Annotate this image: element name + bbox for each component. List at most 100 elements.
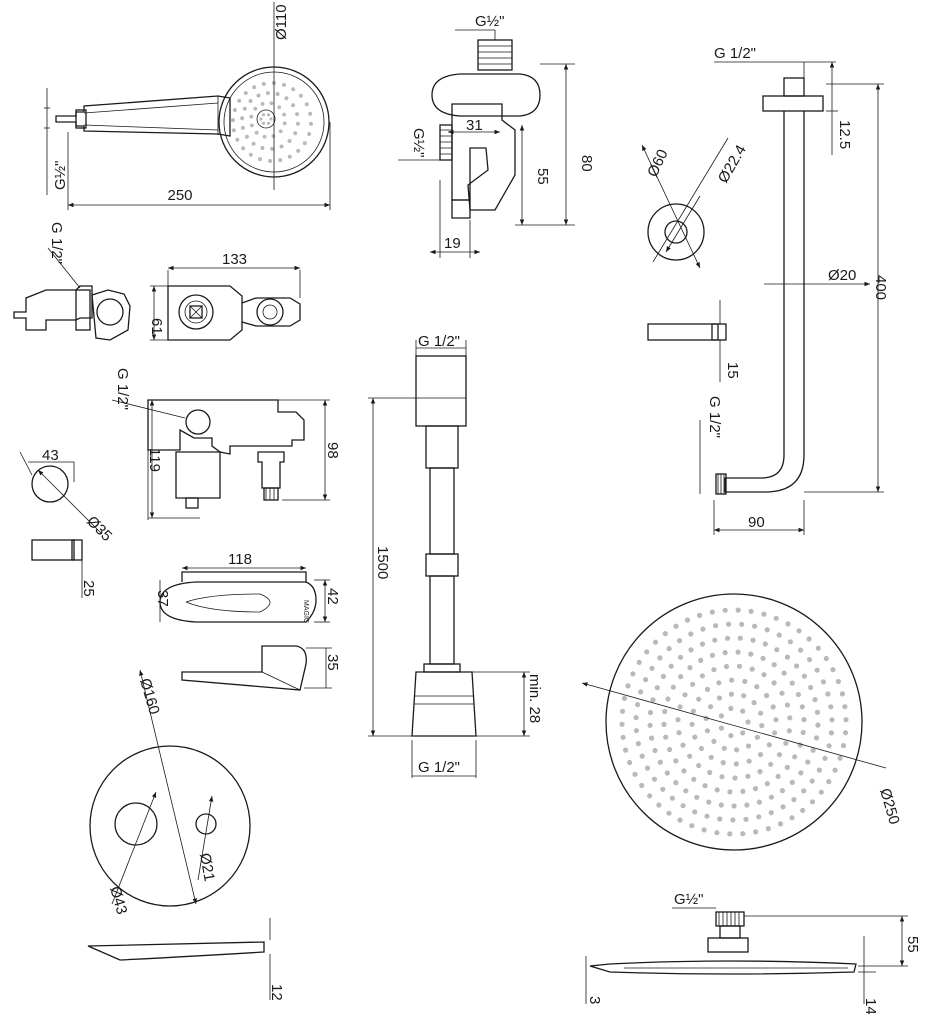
nozzle-dot [744,802,750,808]
dim-1500: 1500 [374,546,391,579]
nozzle-dot [745,719,751,725]
nozzle-dot [768,810,774,816]
nozzle-dot [287,154,292,159]
nozzle-dot [649,665,655,671]
dim-15: 15 [724,362,741,379]
nozzle-dot [752,786,759,792]
nozzle-dot [711,667,717,673]
nozzle-dot [757,752,764,758]
nozzle-dot [295,121,300,126]
nozzle-dot [759,723,765,729]
nozzle-dot [308,111,313,116]
nozzle-dot [794,663,800,669]
nozzle-dot [809,799,816,805]
nozzle-dot [740,708,746,714]
nozzle-dot [262,134,267,139]
nozzle-dot [806,636,812,642]
nozzle-dot [650,697,656,703]
nozzle-dot [787,715,793,721]
nozzle-dot [718,725,725,731]
nozzle-dot [730,817,736,823]
nozzle-dot [704,813,710,819]
dim-61: 61 [148,318,165,335]
nozzle-dot [781,670,787,676]
nozzle-dot [287,139,292,143]
nozzle-dot [722,607,728,613]
dim-125: 12.5 [836,120,853,149]
nozzle-dot [687,753,693,759]
nozzle-dot [253,106,258,111]
nozzle-dot [232,108,237,112]
dim-37: 37 [154,590,171,607]
nozzle-dot [295,112,300,117]
dim-55-holder: 55 [534,168,551,185]
nozzle-dot [749,666,755,672]
nozzle-dot [768,761,774,767]
nozzle-dot [723,663,730,670]
nozzle-dot [750,637,756,643]
nozzle-dot [261,121,266,125]
nozzle-dot [677,817,683,823]
lever-drawing: MAGIC 118 37 42 35 [154,551,341,691]
nozzle-dot [748,651,754,657]
nozzle-dot [275,92,280,96]
nozzle-dot [696,696,702,702]
nozzle-dot [669,795,676,801]
nozzle-dot [689,823,695,829]
nozzle-dot [620,734,626,740]
nozzle-dot [775,773,781,780]
nozzle-dot [644,765,651,771]
nozzle-dot [761,672,767,678]
nozzle-dot [632,771,638,777]
nozzle-dot [795,691,802,698]
nozzle-dot [801,788,807,794]
dim-div-g12: G 1/2" [48,222,65,264]
nozzle-dot [278,158,283,163]
nozzle-dot [830,667,836,673]
nozzle-dot [818,789,824,795]
nozzle-dot [719,774,725,780]
nozzle-dot [697,612,703,619]
mixer-body-drawing: G 1/2" 119 98 [111,368,341,520]
nozzle-dot [235,137,240,142]
nozzle-dot [680,742,686,748]
nozzle-dot [837,755,843,761]
nozzle-dot [706,799,712,805]
nozzle-dot [692,734,698,740]
nozzle-dot [261,81,266,86]
knob-drawing: 43 Ø35 25 [19,447,115,598]
nozzle-dot [243,91,248,96]
dim-holder-g12-side: G½" [410,128,427,158]
nozzle-dot [776,752,783,758]
nozzle-dot [282,82,286,87]
nozzle-dot [784,654,791,660]
nozzle-dot [780,804,786,810]
nozzle-dot [237,98,242,103]
nozzle-dot [688,631,694,637]
nozzle-dot [700,626,706,632]
nozzle-dot [765,826,772,832]
nozzle-dot [654,685,660,691]
nozzle-dot [673,758,679,764]
nozzle-dot [268,159,273,163]
nozzle-dot [776,632,782,638]
dim-80: 80 [578,155,595,172]
nozzle-dot [798,770,804,776]
nozzle-dot [673,780,679,786]
hose-drawing: G 1/2" 1500 min. 28 G 1/2" [368,333,543,778]
nozzle-dot [677,654,684,660]
nozzle-dot [302,141,307,146]
nozzle-dot [627,759,633,766]
nozzle-dot [663,734,669,740]
nozzle-dot [261,113,266,117]
nozzle-dot [772,730,778,736]
nozzle-dot [689,721,695,727]
nozzle-dot [675,717,681,723]
nozzle-dot [711,738,717,745]
nozzle-dot [764,692,770,699]
nozzle-dot [630,671,636,677]
nozzle-dot [633,715,639,721]
nozzle-dot [745,773,751,779]
nozzle-dot [722,650,728,656]
